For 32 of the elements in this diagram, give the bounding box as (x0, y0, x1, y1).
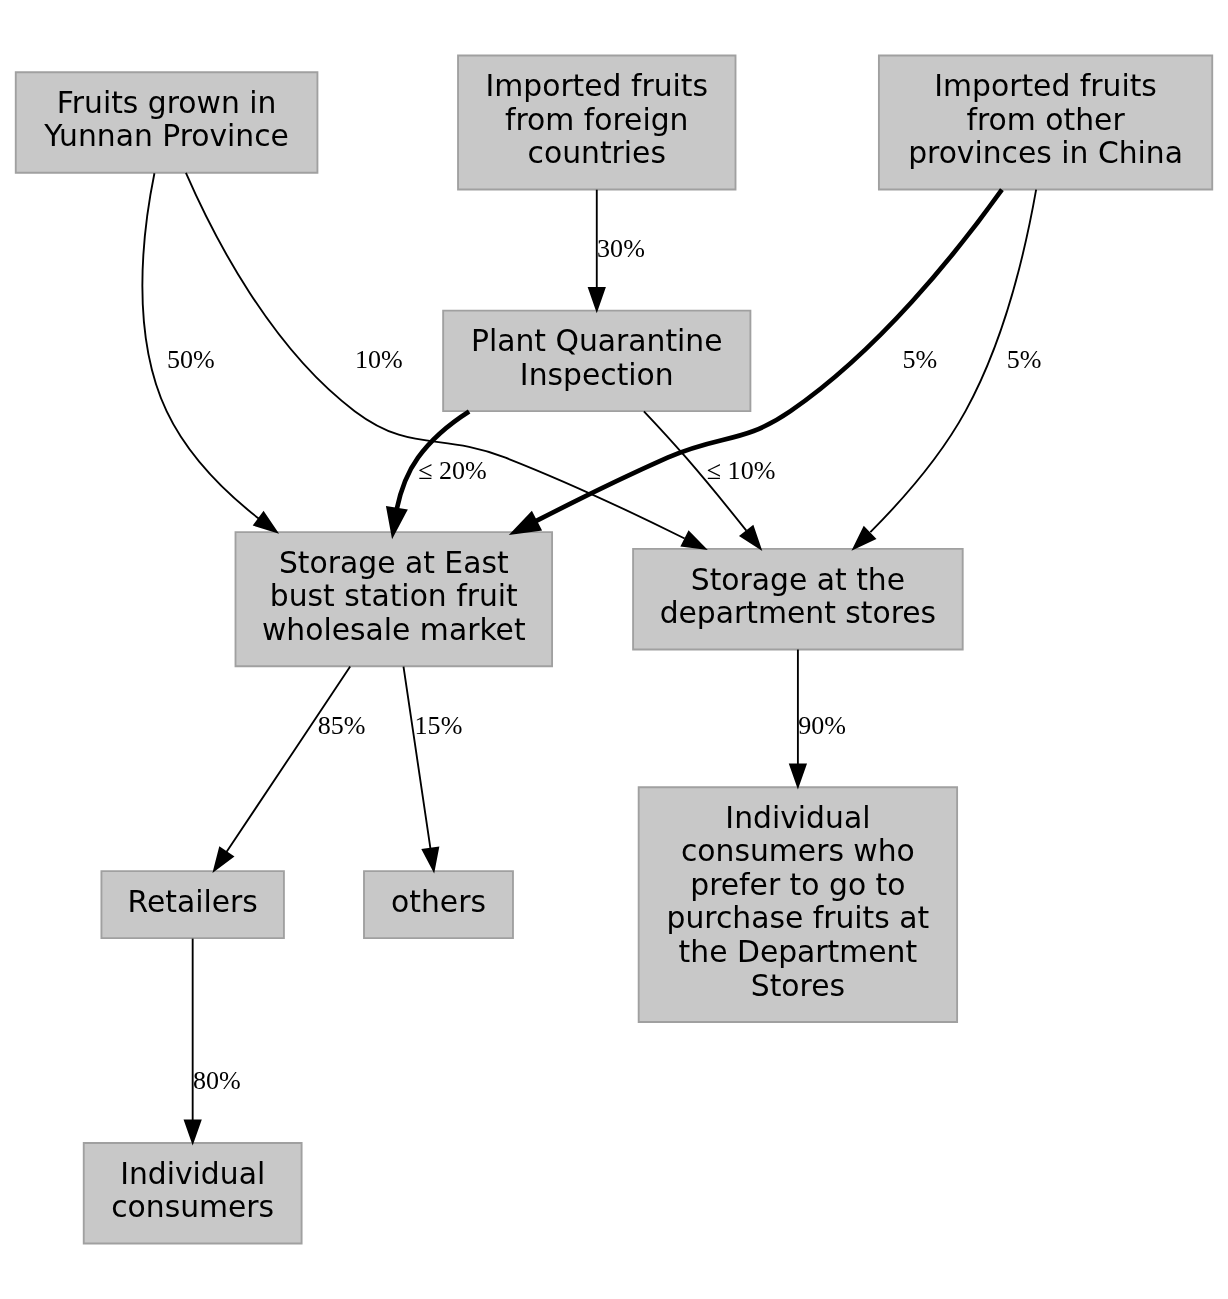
edge-label: 10% (355, 344, 403, 374)
node-box: Fruits grown in Yunnan Province (14, 71, 319, 174)
edge-label: 85% (317, 710, 366, 740)
arrow (185, 172, 708, 551)
arrow (212, 665, 352, 874)
arrow (788, 648, 808, 790)
arrow (851, 188, 1038, 551)
node-box: Imported fruits from other provinces in China (877, 54, 1214, 191)
arrow (402, 665, 440, 874)
node-box: Storage at the department stores (632, 548, 964, 651)
edge-label: 5% (902, 344, 938, 374)
edge-label: 30% (597, 233, 645, 263)
node-box: Plant Quarantine Inspection (442, 309, 752, 413)
arrow (141, 172, 280, 534)
arrow (385, 409, 471, 540)
edge-label: 80% (192, 1066, 241, 1096)
arrow (643, 410, 763, 551)
arrow (183, 937, 202, 1146)
node-box: Individual consumers who prefer to go to purchase fruits at the Department Stores (637, 786, 959, 1023)
node-box: others (363, 870, 514, 940)
node-box: Imported fruits from foreign countries (457, 54, 737, 191)
edge-label: ≤ 10% (706, 455, 776, 485)
node-box: Retailers (100, 870, 285, 940)
edge-label: 15% (414, 710, 463, 740)
edge-label: 50% (166, 344, 215, 374)
node-box: Storage at East bust station fruit wholesale market (234, 531, 553, 668)
edge-label: ≤ 20% (418, 455, 487, 485)
arrow (508, 188, 1004, 536)
edge-label: 90% (798, 710, 846, 740)
arrow (587, 188, 606, 314)
node-box: Individual consumers (82, 1142, 303, 1245)
edge-label: 5% (1006, 344, 1042, 374)
